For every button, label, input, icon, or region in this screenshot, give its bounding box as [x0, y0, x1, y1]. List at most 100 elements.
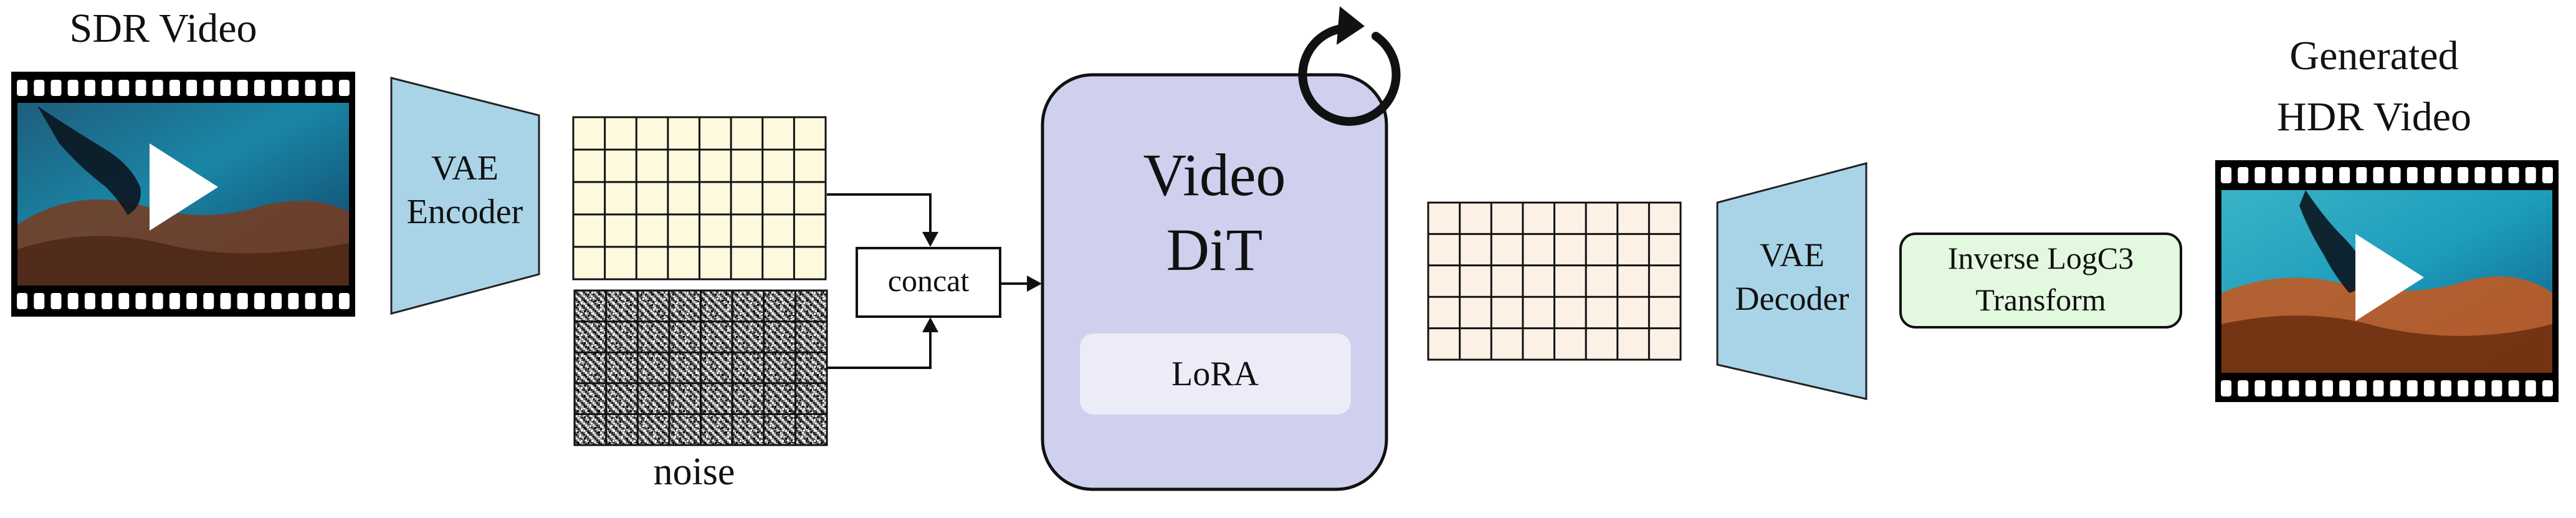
sprocket-hole	[152, 80, 163, 96]
sprocket-hole	[237, 80, 248, 96]
sprocket-hole	[2474, 380, 2486, 396]
sprocket-hole	[2238, 167, 2249, 183]
sprocket-hole	[34, 293, 45, 309]
sprocket-hole	[2390, 167, 2401, 183]
encoder-label-line1: VAE	[431, 149, 499, 188]
sprocket-hole	[2339, 380, 2350, 396]
vae-decoder	[1716, 162, 1868, 400]
sprocket-hole	[2288, 380, 2299, 396]
sprocket-hole	[2221, 380, 2232, 396]
sprocket-hole	[2508, 380, 2519, 396]
sprocket-hole	[2322, 380, 2333, 396]
concat-label: concat	[887, 263, 970, 298]
sprocket-holes-output	[2221, 167, 2553, 396]
input-video-frame	[11, 72, 355, 317]
sprocket-hole	[2288, 167, 2299, 183]
sprocket-hole	[17, 80, 28, 96]
sprocket-hole	[271, 293, 282, 309]
sprocket-hole	[203, 80, 214, 96]
sprocket-hole	[186, 80, 198, 96]
sprocket-hole	[2254, 167, 2266, 183]
sprocket-holes-input	[17, 80, 350, 309]
sprocket-hole	[2474, 167, 2486, 183]
sprocket-hole	[338, 293, 350, 309]
sprocket-hole	[2458, 380, 2469, 396]
sprocket-hole	[2458, 167, 2469, 183]
sprocket-hole	[2525, 380, 2536, 396]
sprocket-hole	[84, 293, 95, 309]
encoder-label-line2: Encoder	[406, 193, 523, 231]
sprocket-hole	[2407, 380, 2418, 396]
input-latent-grid	[572, 116, 827, 281]
sprocket-hole	[2305, 380, 2316, 396]
sprocket-hole	[152, 293, 163, 309]
sprocket-hole	[17, 293, 28, 309]
sprocket-hole	[2423, 167, 2435, 183]
sprocket-hole	[186, 293, 198, 309]
refresh-icon	[1298, 6, 1401, 126]
sprocket-hole	[2254, 380, 2266, 396]
sprocket-hole	[50, 293, 62, 309]
sprocket-hole	[84, 80, 95, 96]
arrow-concat-to-dit	[1000, 276, 1042, 292]
sprocket-hole	[237, 293, 248, 309]
sprocket-hole	[2305, 167, 2316, 183]
sprocket-hole	[135, 293, 146, 309]
sprocket-hole	[2271, 380, 2283, 396]
sprocket-hole	[2508, 167, 2519, 183]
sprocket-hole	[67, 80, 79, 96]
dit-title-line1: Video	[1143, 141, 1286, 208]
sprocket-hole	[2423, 380, 2435, 396]
transform-label-line2: Transform	[1975, 282, 2106, 317]
sprocket-hole	[169, 293, 180, 309]
sprocket-hole	[102, 293, 113, 309]
sprocket-hole	[288, 80, 299, 96]
sprocket-hole	[203, 293, 214, 309]
sprocket-hole	[2441, 167, 2452, 183]
dit-title-line2: DiT	[1166, 216, 1263, 283]
sprocket-hole	[50, 80, 62, 96]
sprocket-hole	[2271, 167, 2283, 183]
sprocket-hole	[2238, 380, 2249, 396]
sprocket-hole	[102, 80, 113, 96]
sprocket-hole	[2491, 380, 2502, 396]
decoder-label-line2: Decoder	[1735, 280, 1849, 317]
sprocket-hole	[2441, 380, 2452, 396]
noise-label: noise	[653, 451, 735, 493]
sprocket-hole	[2322, 167, 2333, 183]
sprocket-hole	[2542, 380, 2553, 396]
sprocket-hole	[2525, 167, 2536, 183]
sprocket-hole	[67, 293, 79, 309]
lora-label: LoRA	[1171, 355, 1259, 393]
sprocket-hole	[118, 293, 130, 309]
output-video-title-line2: HDR Video	[2277, 94, 2471, 140]
output-video-frame	[2215, 160, 2559, 402]
sprocket-hole	[2542, 167, 2553, 183]
sprocket-hole	[2339, 167, 2350, 183]
sprocket-hole	[220, 293, 231, 309]
sprocket-hole	[305, 293, 316, 309]
sprocket-hole	[2491, 167, 2502, 183]
sprocket-hole	[2356, 167, 2367, 183]
sprocket-hole	[169, 80, 180, 96]
output-video-title-line1: Generated	[2289, 33, 2459, 79]
play-icon	[150, 143, 218, 231]
sprocket-hole	[288, 293, 299, 309]
sprocket-hole	[2356, 380, 2367, 396]
output-latent-grid	[1427, 201, 1682, 361]
sprocket-hole	[2390, 380, 2401, 396]
input-video-title: SDR Video	[69, 6, 257, 51]
sprocket-hole	[322, 80, 333, 96]
video-dit-block	[1041, 73, 1388, 491]
inverse-logc3-box	[1899, 233, 2182, 329]
arrow-noise-to-concat	[827, 317, 938, 369]
sprocket-hole	[2221, 167, 2232, 183]
sprocket-hole	[322, 293, 333, 309]
sprocket-hole	[2407, 167, 2418, 183]
sprocket-hole	[135, 80, 146, 96]
sprocket-hole	[254, 80, 265, 96]
sprocket-hole	[2373, 167, 2384, 183]
decoder-label-line1: VAE	[1759, 236, 1825, 274]
